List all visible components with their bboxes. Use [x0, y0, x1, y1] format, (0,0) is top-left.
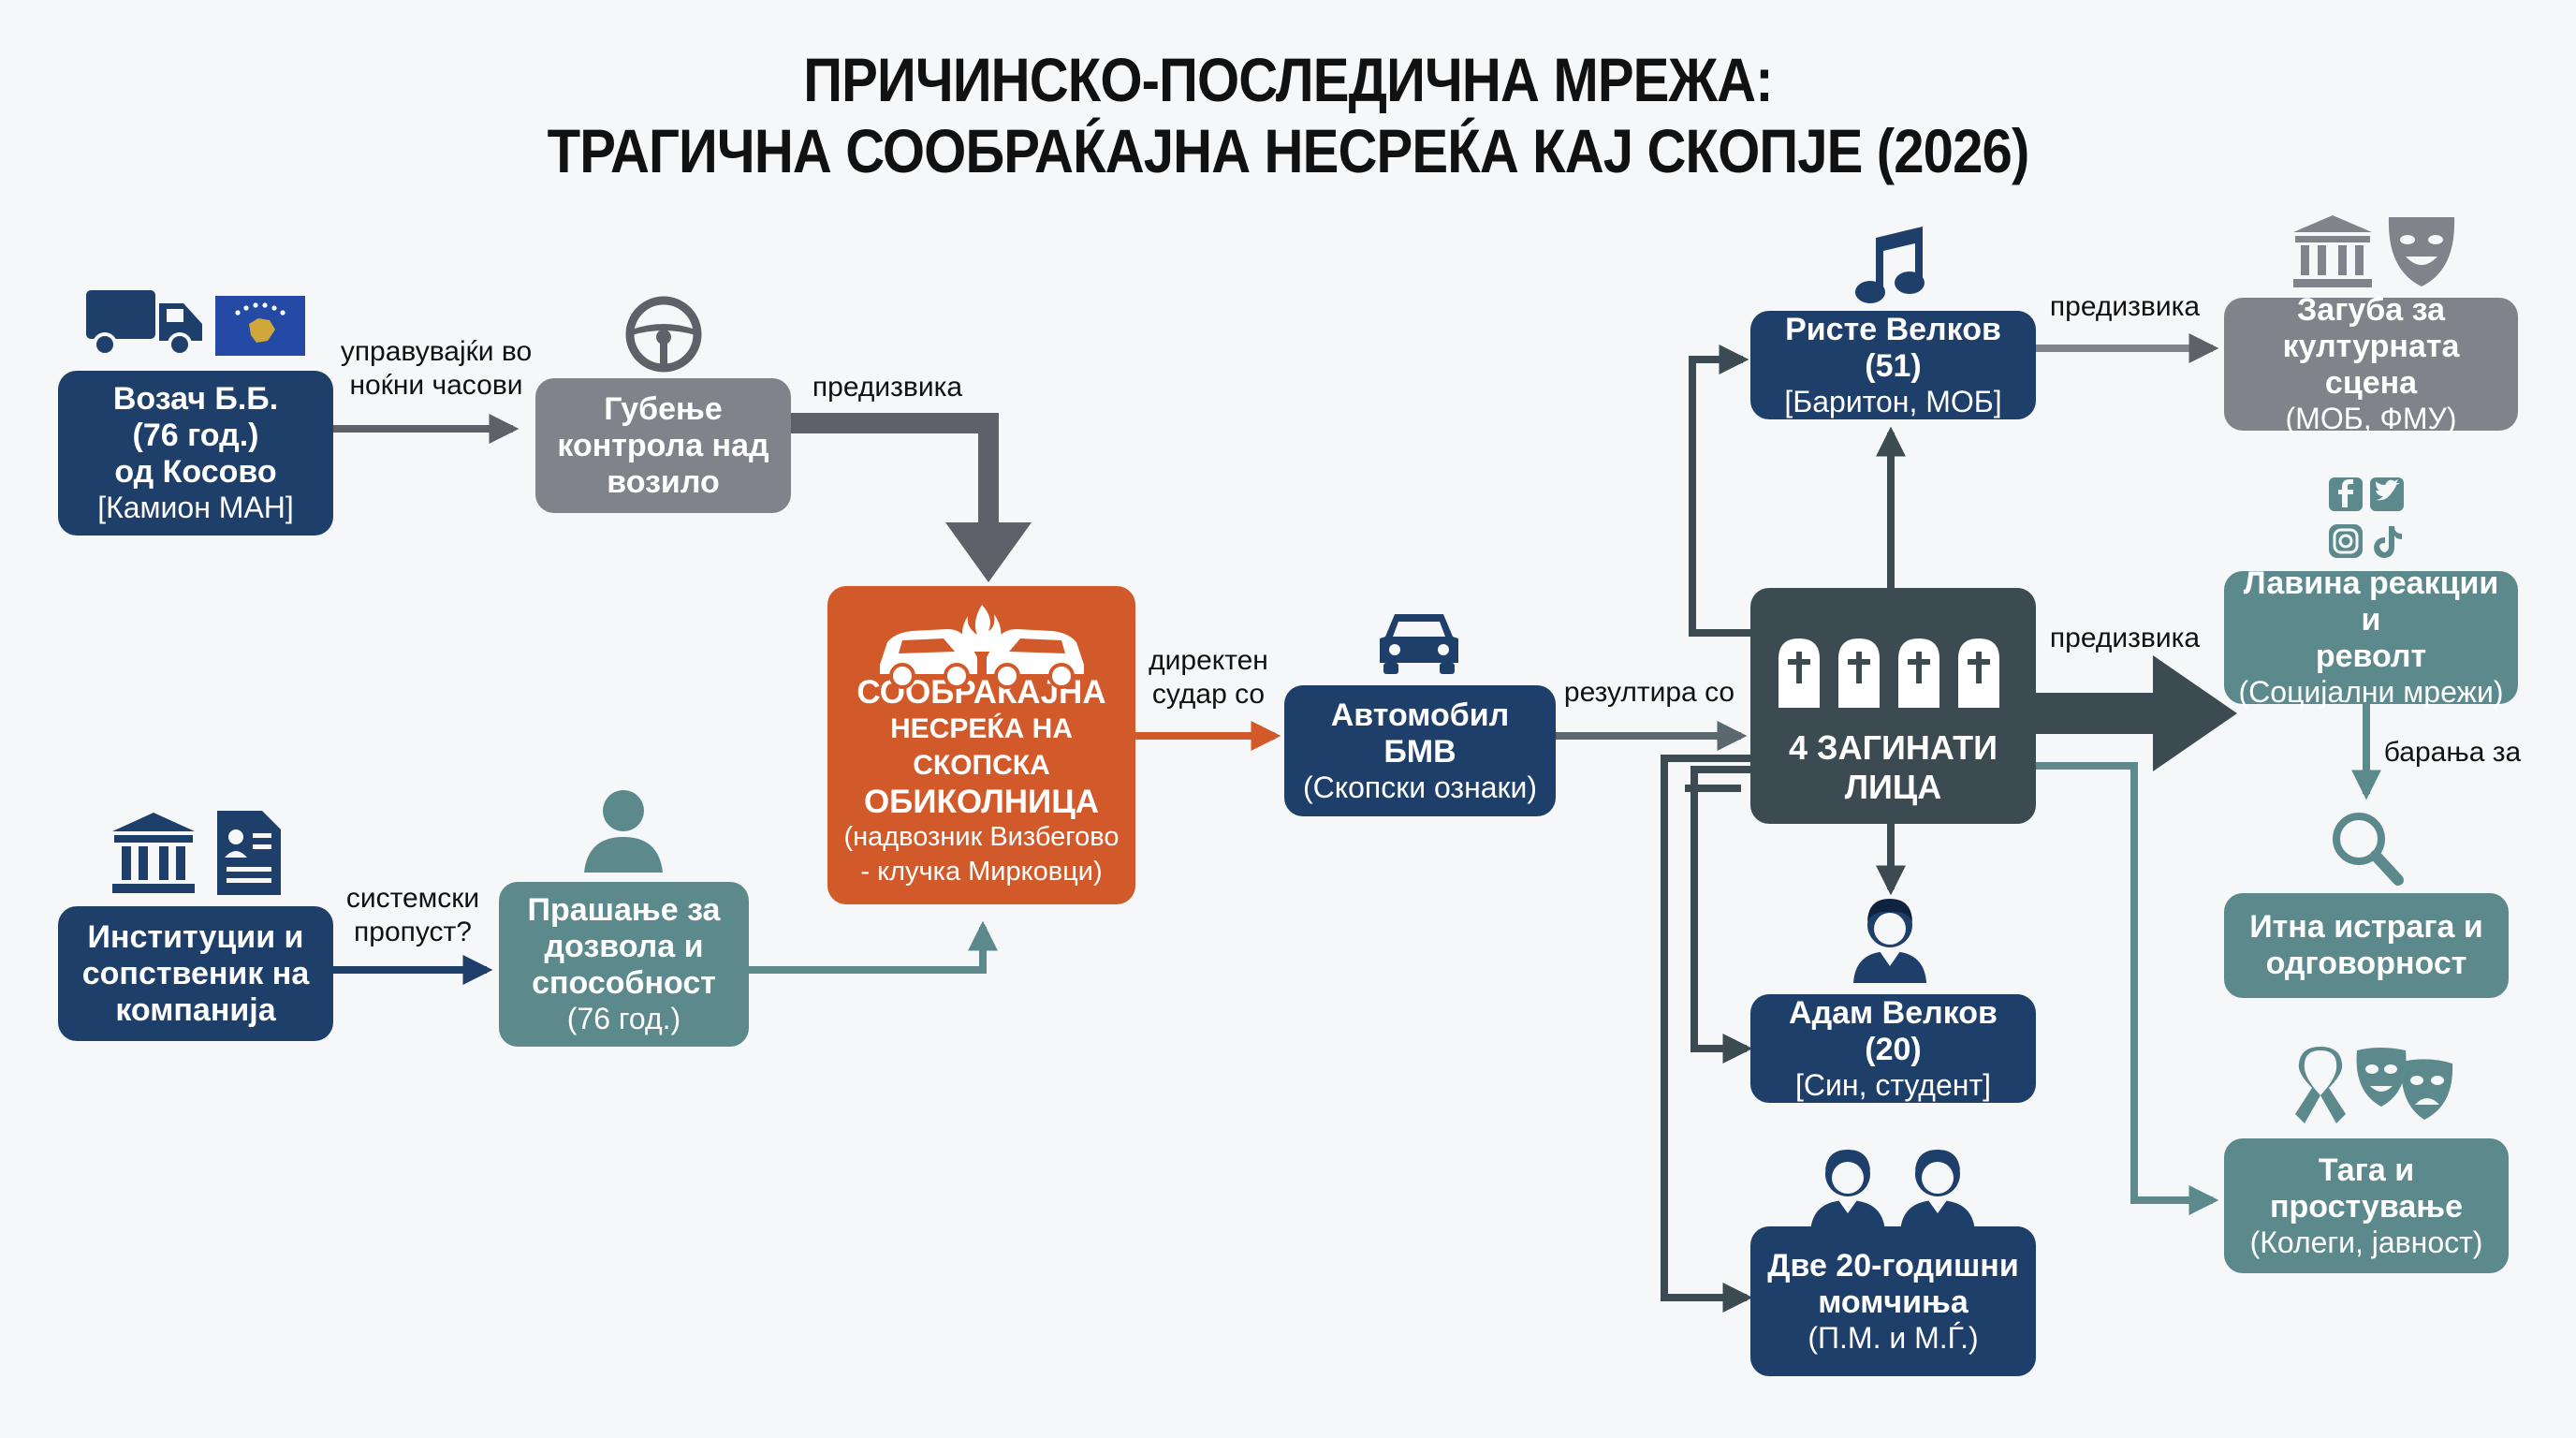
- theater-icon: [2293, 215, 2455, 287]
- edge-label-results: резултира со: [1563, 677, 1735, 708]
- edge-label-causes-2: предизвика: [2049, 291, 2201, 322]
- steering-wheel-icon: [625, 296, 702, 373]
- edge-label-direct-line2: судар со: [1151, 679, 1266, 710]
- edge-label-systemic: системски пропуст?: [333, 882, 492, 949]
- node-accident-line2: НЕСРЕЌА НА СКОПСКА: [890, 713, 1073, 781]
- edge-dead-to-grief: [2036, 762, 2219, 1215]
- node-grief-line1: Тага и: [2318, 1152, 2415, 1188]
- node-dead-line2: ЛИЦА: [1844, 768, 1942, 806]
- node-driver-line4: [Камион МАН]: [97, 491, 294, 524]
- edge-label-demands: барања за: [2383, 737, 2522, 768]
- music-note-icon: [1855, 227, 1925, 303]
- node-accident-line5: - клучка Мирковци): [860, 857, 1103, 887]
- kosovo-flag-icon: [215, 296, 305, 356]
- arrow-head-big: [2153, 655, 2237, 771]
- person-icon: [584, 790, 663, 873]
- node-dead-line1: 4 ЗАГИНАТИ: [1789, 728, 1998, 767]
- node-bmw-line3: (Скопски ознаки): [1302, 770, 1538, 804]
- node-institutions-line3: компанија: [115, 991, 276, 1028]
- node-reactions-line1: Лавина реакции и: [2243, 565, 2499, 638]
- node-riste: Ристе Велков (51) [Баритон, МОБ]: [1750, 311, 2036, 419]
- node-adam: Адам Велков (20) [Син, студент]: [1750, 994, 2036, 1103]
- node-permit-line1: Прашање за: [527, 892, 721, 928]
- tombstone-icon: [1778, 638, 1999, 708]
- node-driver: Возач Б.Б. (76 год.) од Косово [Камион М…: [58, 371, 333, 536]
- node-lost-control: Губење контрола над возило: [535, 378, 791, 513]
- node-adam-line2: [Син, студент]: [1795, 1067, 1991, 1102]
- edge-label-systemic-line2: пропуст?: [354, 917, 472, 947]
- truck-icon: [86, 290, 202, 357]
- node-institutions: Институции и сопственик на компанија: [58, 906, 333, 1041]
- node-accident-line3: ОБИКОЛНИЦА: [863, 784, 1100, 820]
- edge-label-driving-line2: ноќни часови: [349, 370, 523, 401]
- node-accident: СООБРАЌАЈНА НЕСРЕЌА НА СКОПСКА ОБИКОЛНИЦ…: [827, 586, 1135, 904]
- node-culture-line3: (МОБ, ФМУ): [2285, 402, 2457, 435]
- edge-permit-to-accident: [749, 920, 998, 974]
- node-permit-line4: (76 год.): [566, 1002, 681, 1035]
- node-permit: Прашање за дозвола и способност (76 год.…: [499, 882, 749, 1047]
- node-permit-line2: дозвола и: [544, 929, 704, 964]
- edge-label-direct-line1: директен: [1149, 645, 1268, 676]
- page-title-line2: ТРАГИЧНА СООБРАЌАЈНА НЕСРЕЌА КАЈ СКОПЈЕ …: [547, 116, 2030, 185]
- node-boys: Две 20-годишни момчиња (П.М. и М.Ѓ.): [1750, 1226, 2036, 1376]
- node-culture-line1: Загуба за: [2297, 292, 2445, 328]
- node-investigation: Итна истрага и одговорност: [2224, 893, 2509, 998]
- node-boys-line2: момчиња: [1818, 1284, 1969, 1320]
- node-grief: Тага и простување (Колеги, јавност): [2224, 1138, 2509, 1273]
- magnifier-icon: [2333, 813, 2404, 886]
- node-investigation-line2: одговорност: [2265, 946, 2467, 981]
- node-investigation-line1: Итна истрага и: [2249, 909, 2483, 945]
- node-bmw-line2: БМВ: [1383, 733, 1456, 770]
- ribbon-icon: [2295, 1047, 2346, 1123]
- node-accident-line4: (надвозник Визбегово: [843, 822, 1120, 852]
- node-culture: Загуба за културната сцена (МОБ, ФМУ): [2224, 292, 2518, 435]
- edge-label-systemic-line1: системски: [345, 883, 480, 914]
- masks-icon: [2356, 1048, 2453, 1120]
- node-reactions-line3: (Социјални мрежи): [2238, 675, 2504, 709]
- node-riste-line1: Ристе Велков (51): [1785, 311, 2001, 384]
- edge-to-boys: [1661, 755, 1753, 1313]
- document-icon: [217, 811, 281, 895]
- node-lost-control-line3: возило: [607, 463, 720, 500]
- edge-label-causes-1: предизвика: [812, 372, 963, 403]
- node-driver-line1: Возач Б.Б.: [112, 381, 279, 417]
- node-reactions-line2: револт: [2315, 638, 2427, 674]
- arrow-head-thick: [945, 522, 1032, 582]
- edge-label-causes-3: предизвика: [2049, 623, 2201, 653]
- edge-to-riste: [1689, 345, 1755, 637]
- node-reactions: Лавина реакции и револт (Социјални мрежи…: [2224, 565, 2518, 709]
- node-lost-control-line2: контрола над: [557, 427, 769, 463]
- edge-label-driving-line1: управувајќи во: [340, 336, 533, 367]
- node-grief-line2: простување: [2269, 1188, 2464, 1225]
- node-bmw-line1: Автомобил: [1330, 697, 1510, 733]
- node-permit-line3: способност: [532, 965, 716, 1001]
- edge-label-driving: управувајќи во ноќни часови: [333, 335, 539, 403]
- node-boys-line3: (П.М. и М.Ѓ.): [1808, 1320, 1979, 1355]
- node-boys-line1: Две 20-годишни: [1767, 1247, 2019, 1284]
- node-culture-line2: културната сцена: [2282, 329, 2460, 401]
- car-crash-icon: [880, 605, 1084, 689]
- car-icon: [1380, 614, 1458, 674]
- edge-label-direct: директен судар со: [1138, 644, 1279, 712]
- node-institutions-line1: Институции и: [87, 918, 304, 955]
- node-driver-line2: (76 год.): [132, 418, 259, 453]
- institution-icon: [112, 813, 195, 893]
- edge-to-adam: [1690, 766, 1753, 1064]
- node-adam-line1: Адам Велков (20): [1789, 994, 1998, 1067]
- edge-control-to-accident: [791, 413, 999, 524]
- node-institutions-line2: сопственик на: [81, 955, 310, 991]
- node-bmw: Автомобил БМВ (Скопски ознаки): [1284, 685, 1556, 816]
- student-icon: [1853, 899, 1926, 983]
- page-title-line1: ПРИЧИНСКО-ПОСЛЕДИЧНА МРЕЖА:: [803, 45, 1773, 114]
- social-media-icon: [2329, 477, 2404, 558]
- node-driver-line3: од Косово: [114, 454, 277, 490]
- two-people-icon: [1810, 1150, 1975, 1232]
- node-riste-line2: [Баритон, МОБ]: [1784, 384, 2002, 418]
- node-lost-control-line1: Губење: [604, 390, 723, 427]
- node-grief-line3: (Колеги, јавност): [2249, 1225, 2483, 1259]
